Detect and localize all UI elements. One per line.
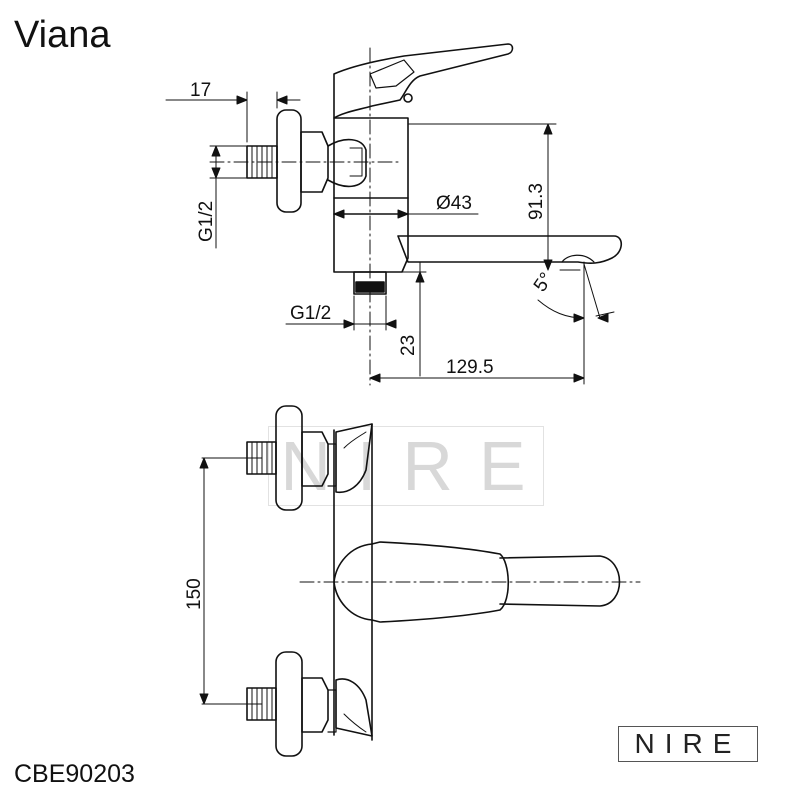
watermark-logo: NIRE [268,426,544,506]
product-code: CBE90203 [14,760,135,788]
front-flange-top [275,405,303,511]
dim-129-5: 129.5 [446,357,494,378]
side-outlet-thread [353,271,387,295]
side-spout [397,235,623,264]
dim-g12-outlet: G1/2 [290,303,331,324]
dim-23: 23 [398,335,419,356]
front-flange-bottom [275,651,303,757]
dim-91-3: 91.3 [526,183,547,220]
dim-diameter-43: Ø43 [436,193,472,214]
dim-angle-5: 5° [530,269,558,296]
side-handle [333,43,514,119]
brand-logo: NIRE [618,726,758,762]
side-hex-nut [300,131,329,193]
front-lever [499,555,621,607]
dim-150: 150 [184,578,205,610]
side-body [333,117,409,273]
product-title: Viana [14,14,111,56]
dim-g12-inlet: G1/2 [196,201,217,242]
side-flange [276,109,302,213]
dim-17: 17 [190,80,211,101]
